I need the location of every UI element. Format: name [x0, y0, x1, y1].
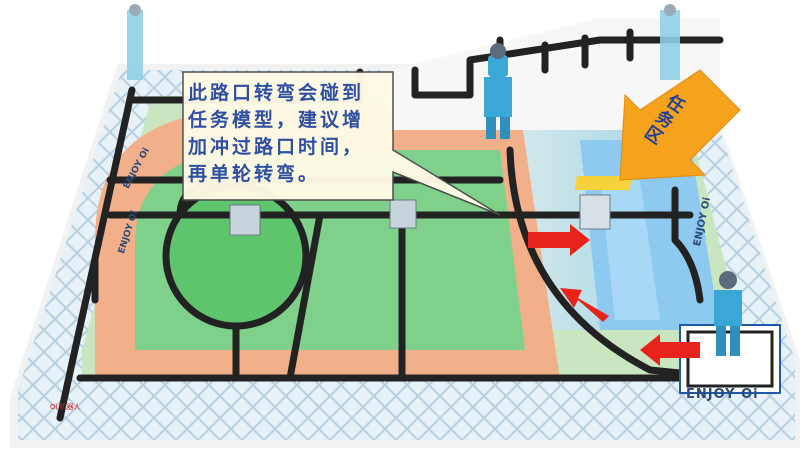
red-arrow-icon: [560, 288, 609, 322]
callout-bubble: [182, 71, 501, 216]
callout-line-2: 任务模型，建议增: [188, 109, 365, 131]
callout-line-1: 此路口转弯会碰到: [188, 82, 365, 104]
yellow-strip: [574, 176, 632, 190]
start-tag: Oi 机器人: [50, 403, 81, 411]
callout-line-3: 加冲过路口时间，: [188, 136, 365, 158]
robot-figure-icon: [714, 271, 742, 356]
red-arrow-icon: [640, 334, 700, 366]
robot-figure-icon: [127, 4, 143, 80]
callout-line-4: 再单轮转弯。: [188, 163, 321, 185]
robot-figure-icon: [484, 43, 512, 139]
robot-figure-icon: [660, 4, 680, 80]
orange-arrow-icon: [619, 69, 741, 181]
brand-logo-main: ENJOY Oi: [686, 387, 759, 402]
red-arrow-icon: [528, 224, 590, 256]
task-model-icon: [229, 194, 611, 236]
white-ramp: [390, 18, 720, 130]
callout-text: 此路口转弯会碰到 任务模型，建议增 加冲过路口时间， 再单轮转弯。: [188, 80, 388, 188]
